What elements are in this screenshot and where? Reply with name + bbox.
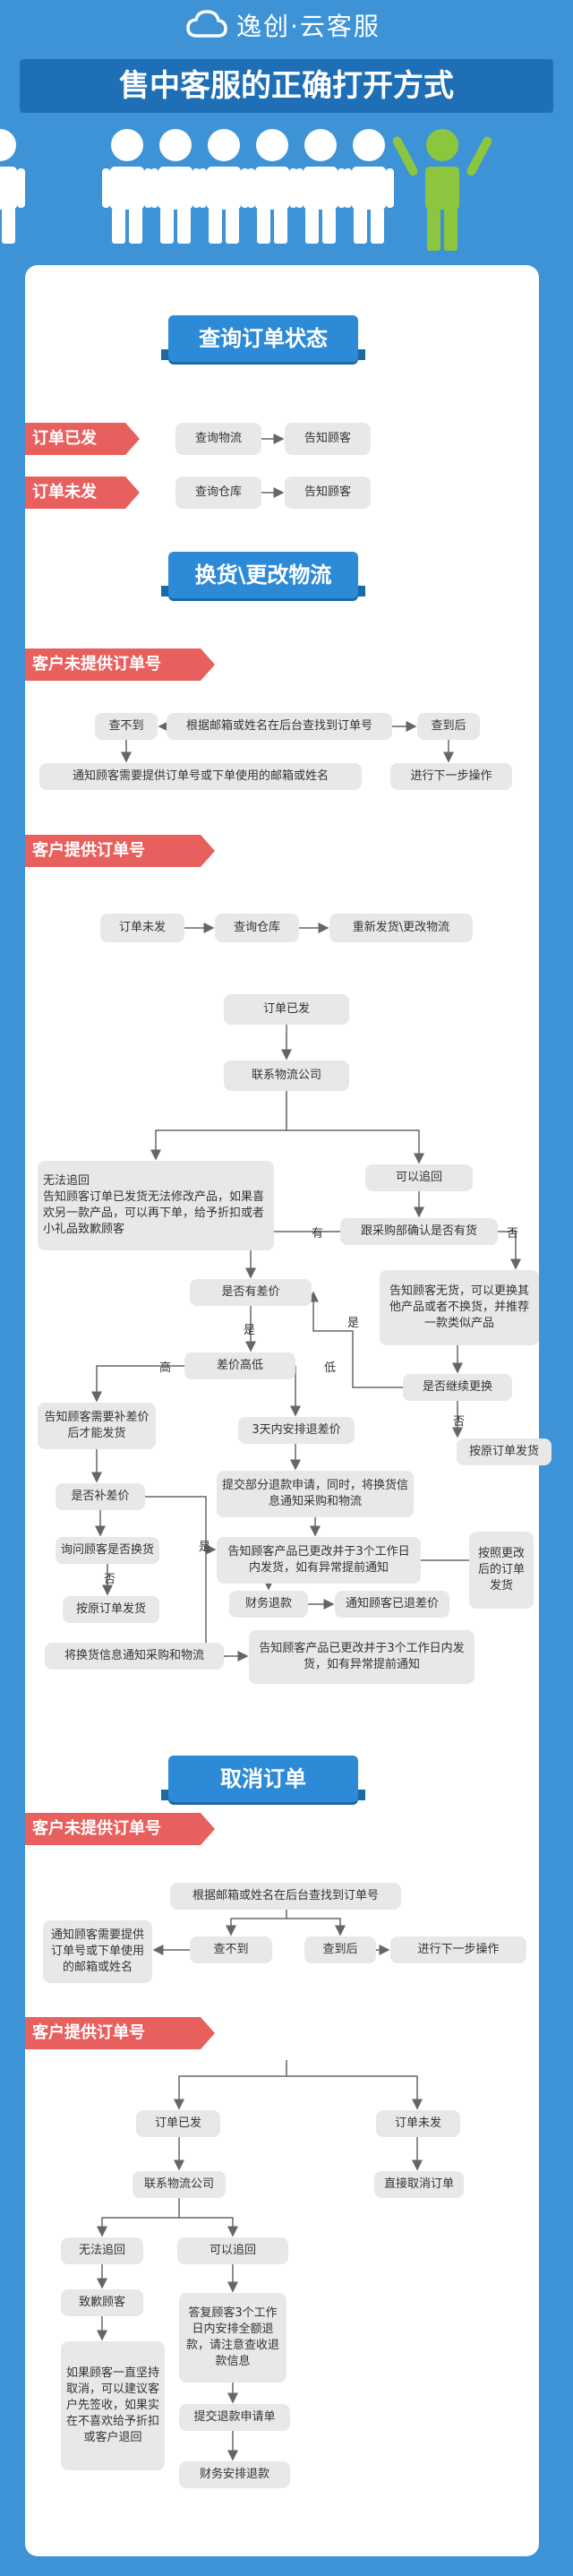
- ex-b-paid-diff: 是否补差价: [56, 1483, 145, 1510]
- connector: [174, 2075, 286, 2110]
- ex-a-next: 进行下一步操作: [390, 763, 512, 790]
- ex-a-found: 查到后: [417, 713, 480, 740]
- box-check-warehouse: 查询仓库: [175, 477, 261, 509]
- cn-b-not-shipped: 订单未发: [376, 2110, 460, 2137]
- ex-a-lookup: 根据邮箱或姓名在后台查找到订单号: [167, 713, 392, 740]
- ex-b-no-recall: 无法追回 告知顾客订单已发货无法修改产品，如果喜欢另一款产品，可以再下单，给予折…: [38, 1161, 274, 1250]
- page-title: 售中客服的正确打开方式: [119, 68, 454, 104]
- ex-b-send-info: 将换货信息通知采购和物流: [45, 1643, 224, 1670]
- ex-b-notify-refunded: 通知顾客已退差价: [335, 1591, 449, 1618]
- cn-b-contact: 联系物流公司: [133, 2171, 226, 2198]
- cn-b-shipped: 订单已发: [136, 2110, 220, 2137]
- ex-b-confirm-stock: 跟采购部确认是否有货: [340, 1218, 498, 1245]
- connector: [308, 1291, 403, 1388]
- box-notify-customer-1: 告知顾客: [285, 423, 371, 455]
- cn-b-no-recall: 无法追回: [61, 2237, 143, 2264]
- connector: [91, 1365, 184, 1403]
- ex-b-has: 有: [312, 1227, 324, 1241]
- ex-b-high: 高: [159, 1361, 172, 1375]
- brand-name: 逸创·云客服: [236, 12, 381, 41]
- cn-a-ask-info: 通知顾客需要提供订单号或下单使用的邮箱或姓名: [43, 1920, 152, 1983]
- label-has-order-number-2: 客户提供订单号: [25, 2017, 201, 2049]
- section-cancel-order: 取消订单: [168, 1756, 358, 1802]
- cn-b-submit-refund: 提交退款申请单: [179, 2404, 290, 2431]
- cn-a-lookup: 根据邮箱或姓名在后台查找到订单号: [170, 1883, 401, 1910]
- ex-a-ask-info: 通知顾客需要提供订单号或下单使用的邮箱或姓名: [39, 763, 362, 790]
- ex-b-continue: 是否继续更换: [403, 1374, 512, 1401]
- cn-a-next: 进行下一步操作: [390, 1936, 526, 1963]
- ex-b-diff-level: 差价高低: [184, 1352, 295, 1379]
- ex-b-ask-change: 询问顾客是否换货: [56, 1537, 159, 1564]
- ex-b-notify-changed-1: 告知顾客产品已更改并于3个工作日内发货，如有异常提前通知: [217, 1537, 421, 1584]
- ex-b-resend: 重新发货\更改物流: [329, 914, 473, 942]
- cn-b-insist: 如果顾客一直坚持取消，可以建议客户先签收，如果实在不喜欢给予折扣或客户退回: [61, 2341, 165, 2470]
- ex-b-check-wh: 查询仓库: [215, 914, 299, 942]
- ex-b-no: 否: [507, 1227, 519, 1241]
- connector: [150, 1091, 287, 1161]
- connector: [97, 2198, 180, 2237]
- cn-b-apologize: 致歉顾客: [61, 2289, 143, 2316]
- cn-b-can-recall: 可以追回: [177, 2237, 288, 2264]
- ex-b-ship-original-2: 按原订单发货: [63, 1596, 159, 1623]
- ex-b-notify-pay: 告知顾客需要补差价后才能发货: [38, 1403, 156, 1449]
- ex-b-no3: 否: [104, 1573, 116, 1586]
- connector: [145, 1496, 217, 1555]
- ex-b-no-stock-notify: 告知顾客无货，可以更换其他产品或者不换货，并推荐一款类似产品: [380, 1270, 539, 1345]
- connector: [286, 1918, 346, 1936]
- cn-a-found: 查到后: [304, 1936, 376, 1963]
- ex-b-shipped: 订单已发: [224, 994, 349, 1025]
- ex-a-not-found: 查不到: [95, 713, 158, 740]
- ex-b-contact: 联系物流公司: [224, 1060, 349, 1091]
- people-illustration: [0, 129, 492, 251]
- cn-b-cancel-direct: 直接取消订单: [374, 2171, 464, 2198]
- label-has-order-number: 客户提供订单号: [25, 835, 201, 867]
- ex-b-notify-changed-2: 告知顾客产品已更改并于3个工作日内发货，如有异常提前通知: [249, 1630, 475, 1684]
- ex-b-refund-3days: 3天内安排退差价: [238, 1417, 355, 1444]
- label-order-shipped: 订单已发: [25, 423, 125, 455]
- ex-b-finance-refund: 财务退款: [229, 1591, 308, 1618]
- ex-b-not-shipped: 订单未发: [100, 914, 184, 942]
- connector: [286, 1129, 424, 1164]
- ex-b-yes2: 是: [347, 1317, 360, 1330]
- ex-b-yes1: 是: [244, 1324, 256, 1337]
- ex-b-can-recall: 可以追回: [365, 1164, 473, 1191]
- section-exchange: 换货\更改物流: [168, 552, 358, 598]
- label-no-order-number: 客户未提供订单号: [25, 648, 201, 681]
- page-title-bar: 售中客服的正确打开方式: [20, 59, 553, 113]
- cn-b-finance-refund: 财务安排退款: [179, 2461, 290, 2488]
- ex-b-ship-original-1: 按原订单发货: [457, 1438, 552, 1465]
- cn-b-reply-refund: 答复顾客3个工作日内安排全额退款，请注意查收退款信息: [179, 2293, 286, 2383]
- ex-b-ship-after-change: 按照更改后的订单发货: [469, 1532, 534, 1609]
- box-notify-customer-2: 告知顾客: [285, 477, 371, 509]
- brand-logo: 逸创·云客服: [186, 5, 392, 45]
- connector: [498, 1231, 521, 1270]
- ex-b-no2: 否: [453, 1415, 466, 1429]
- connector: [179, 2217, 238, 2237]
- label-no-order-number-2: 客户未提供订单号: [25, 1813, 201, 1845]
- ex-b-submit-refund: 提交部分退款申请，同时，将换货信息通知采购和物流: [217, 1471, 414, 1517]
- ex-b-price-diff: 是否有差价: [190, 1279, 312, 1306]
- box-check-logistics: 查询物流: [175, 423, 261, 455]
- ex-b-low: 低: [324, 1361, 337, 1375]
- section-query-order: 查询订单状态: [168, 315, 358, 362]
- connector: [286, 2075, 423, 2110]
- cloud-icon: [186, 10, 227, 38]
- connector: [226, 1910, 287, 1936]
- label-order-not-shipped: 订单未发: [25, 477, 125, 509]
- cn-a-not-found: 查不到: [190, 1936, 272, 1963]
- ex-b-yes3: 是: [199, 1541, 211, 1554]
